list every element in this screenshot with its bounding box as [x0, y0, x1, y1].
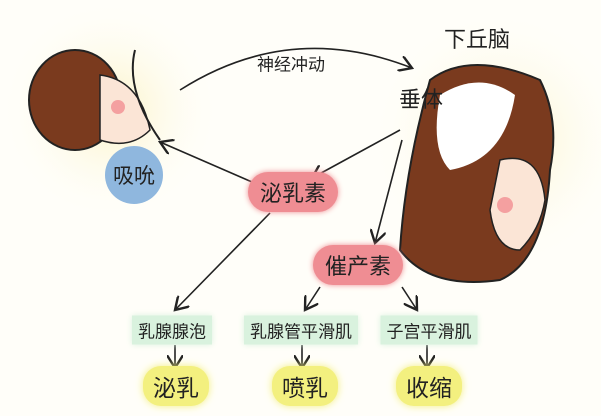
oxytocin-badge: 催产素 [312, 245, 404, 285]
target-uterine-smooth-muscle: 子宫平滑肌 [380, 315, 478, 345]
pituitary-label: 垂体 [398, 88, 444, 113]
arrow-pituitary-oxytocin [375, 139, 403, 243]
nerve-impulse-label: 神经冲动 [257, 55, 325, 76]
effect-lactation: 泌乳 [143, 366, 209, 406]
effect-contraction: 收缩 [396, 366, 462, 406]
suckling-label: 吸吮 [113, 164, 155, 188]
mother-illustration [398, 64, 555, 283]
target-mammary-alveoli: 乳腺腺泡 [132, 315, 212, 345]
target-duct-smooth-muscle: 乳腺管平滑肌 [244, 315, 358, 345]
arrow-pituitary-prolactin [312, 129, 401, 178]
hypothalamus-label: 下丘脑 [443, 28, 511, 53]
suckling-badge: 吸吮 [105, 146, 163, 204]
arrow-prolactin-suckling [160, 142, 253, 183]
baby-illustration [28, 49, 161, 151]
arrow-prolactin-alveoli [175, 212, 271, 310]
effect-milk-ejection: 喷乳 [272, 366, 338, 406]
arrow-oxytocin-uterus [401, 286, 417, 310]
arrow-oxytocin-duct [305, 286, 321, 310]
prolactin-badge: 泌乳素 [247, 172, 339, 212]
arrow-nerve-impulse [179, 47, 412, 91]
